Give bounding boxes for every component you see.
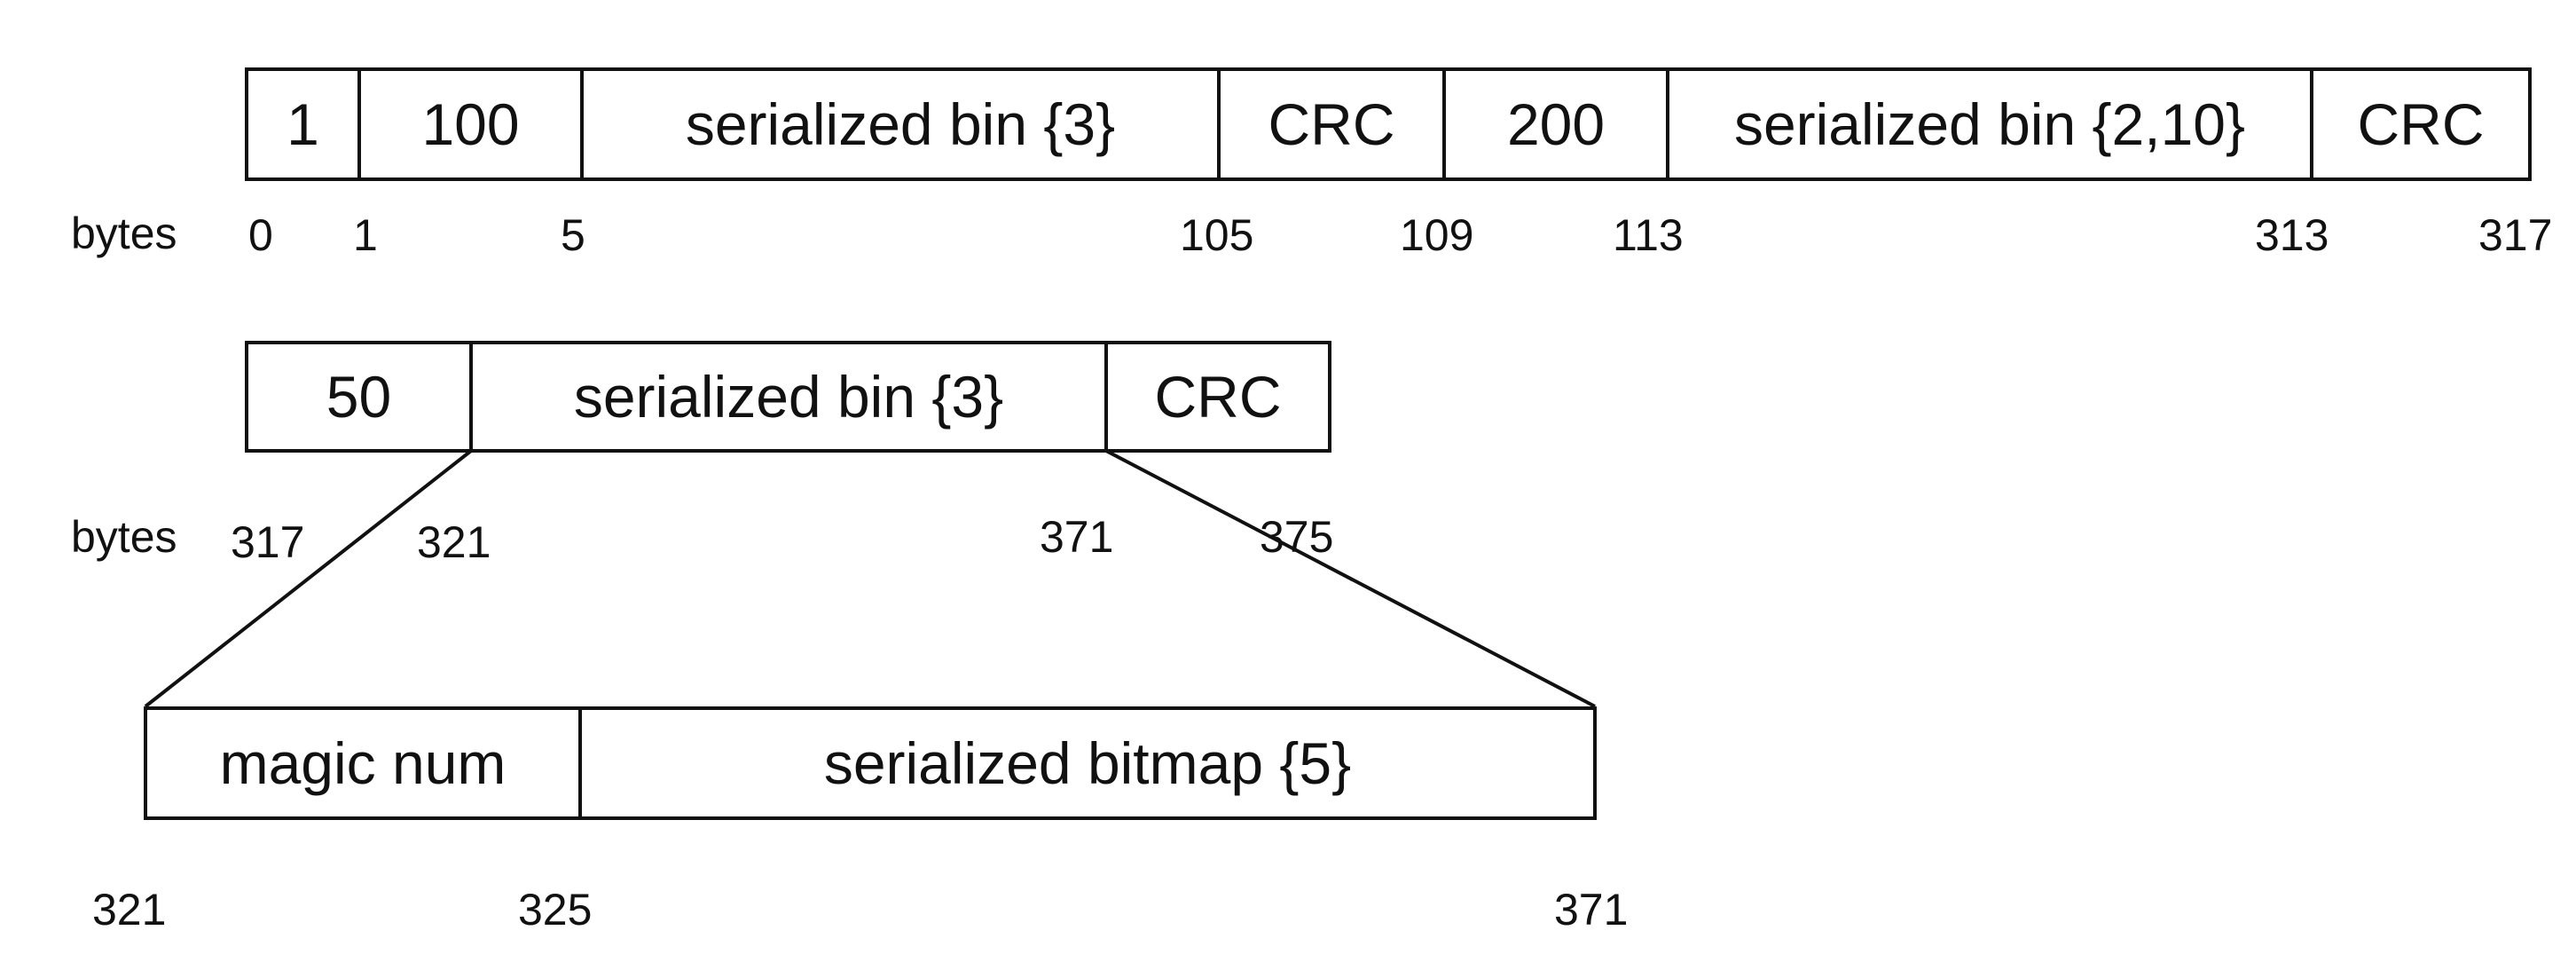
- row2-bytes-label: bytes: [71, 512, 177, 562]
- row1-cell-key: 100: [357, 67, 584, 181]
- row2-cell-crc: CRC: [1104, 341, 1331, 453]
- row1-offset: 1: [353, 210, 378, 260]
- row3-offset: 371: [1554, 885, 1629, 934]
- row2-offset: 371: [1040, 512, 1114, 562]
- row1-offset: 109: [1400, 210, 1474, 260]
- row1-bytes-label: bytes: [71, 209, 177, 258]
- row2-cell-key: 50: [245, 341, 473, 453]
- expansion-line-right: [1105, 449, 1596, 708]
- row2-offset: 321: [417, 517, 491, 567]
- row2-cell-serialized-bin: serialized bin {3}: [469, 341, 1108, 453]
- row3-offset: 321: [92, 885, 167, 934]
- row1-offset: 113: [1613, 210, 1684, 260]
- row1-cell-serialized-bin: serialized bin {3}: [580, 67, 1221, 181]
- row1-cell-crc-2: CRC: [2310, 67, 2532, 181]
- row1-offset: 0: [248, 210, 273, 260]
- row1-offset: 317: [2478, 210, 2553, 260]
- row1-cell-serialized-bin-2: serialized bin {2,10}: [1666, 67, 2313, 181]
- row1-offset: 313: [2255, 210, 2329, 260]
- row1-offset: 5: [561, 210, 585, 260]
- expansion-line-left: [144, 449, 473, 708]
- row3-cell-serialized-bitmap: serialized bitmap {5}: [578, 706, 1597, 820]
- row2-offset: 375: [1260, 512, 1334, 562]
- row1-cell-crc: CRC: [1217, 67, 1446, 181]
- row1-cell-key-2: 200: [1442, 67, 1669, 181]
- row1-offset: 105: [1180, 210, 1254, 260]
- row3-offset: 325: [518, 885, 593, 934]
- row2-offset: 317: [231, 517, 305, 567]
- row3-cell-magic-num: magic num: [144, 706, 582, 820]
- row1-cell-count: 1: [245, 67, 361, 181]
